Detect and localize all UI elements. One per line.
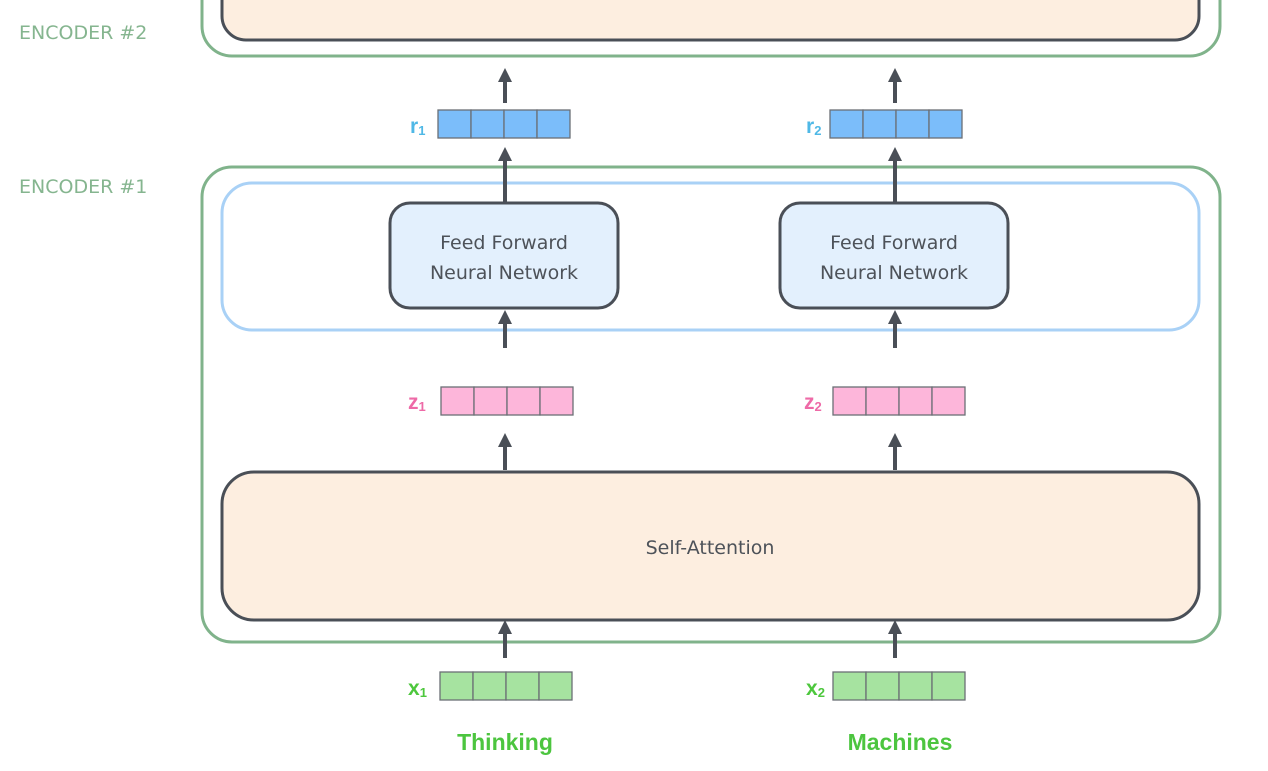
x2-vector-cell: [898, 671, 933, 701]
z2-vector-cell: [832, 386, 867, 416]
z2-vector-cell: [898, 386, 933, 416]
r2-vector: [829, 109, 963, 139]
z1-vector-cell: [539, 386, 574, 416]
arrow-up-icon: [888, 433, 902, 470]
x2-label: x2: [806, 677, 825, 700]
r2-vector-cell: [895, 109, 930, 139]
r1-vector: [437, 109, 571, 139]
z1-vector: [440, 386, 574, 416]
self-attention-label: Self-Attention: [646, 537, 775, 559]
arrow-up-icon: [888, 68, 902, 103]
r2-vector-cell: [829, 109, 864, 139]
r2-label: r2: [806, 115, 821, 138]
ffn-2-label-line2: Neural Network: [820, 262, 968, 284]
x2-vector-cell: [931, 671, 966, 701]
arrow-up-icon: [888, 620, 902, 658]
self-attention-box: [220, 470, 1201, 622]
x1-vector-cell: [505, 671, 540, 701]
x1-vector: [439, 671, 573, 701]
z1-vector-cell: [440, 386, 475, 416]
encoder-2-box: [200, 0, 1222, 58]
r1-vector-cell: [536, 109, 571, 139]
arrow-up-icon: [498, 68, 512, 103]
z2-vector-cell: [865, 386, 900, 416]
encoder-2-label: ENCODER #2: [19, 22, 147, 44]
x2-vector-cell: [865, 671, 900, 701]
ffn-1-label-line2: Neural Network: [430, 262, 578, 284]
ffn-1-label-line1: Feed Forward: [440, 232, 568, 254]
x1-label: x1: [408, 677, 427, 700]
r1-vector-cell: [437, 109, 472, 139]
r2-vector-cell: [928, 109, 963, 139]
word-machines: Machines: [848, 729, 953, 755]
encoder-1-box: [200, 165, 1222, 644]
encoder-1-label: ENCODER #1: [19, 176, 147, 198]
arrow-up-icon: [498, 310, 512, 348]
encoder-2-inner-box: [220, 0, 1201, 42]
ffn-2-label-line1: Feed Forward: [830, 232, 958, 254]
z1-vector-cell: [506, 386, 541, 416]
arrow-up-icon: [498, 147, 512, 203]
x1-vector-cell: [472, 671, 507, 701]
ffn-box-1: [388, 201, 620, 310]
z2-vector-cell: [931, 386, 966, 416]
r1-label: r1: [410, 115, 425, 138]
r1-vector-cell: [470, 109, 505, 139]
r2-vector-cell: [862, 109, 897, 139]
x2-vector: [832, 671, 966, 701]
word-thinking: Thinking: [457, 729, 553, 755]
z2-label: z2: [804, 391, 822, 414]
ffn-group-box: [220, 181, 1201, 332]
arrow-up-icon: [498, 620, 512, 658]
x1-vector-cell: [439, 671, 474, 701]
r1-vector-cell: [503, 109, 538, 139]
z1-vector-cell: [473, 386, 508, 416]
arrow-up-icon: [888, 147, 902, 203]
ffn-box-2: [778, 201, 1010, 310]
x2-vector-cell: [832, 671, 867, 701]
z2-vector: [832, 386, 966, 416]
x1-vector-cell: [538, 671, 573, 701]
arrow-up-icon: [888, 310, 902, 348]
z1-label: z1: [408, 391, 426, 414]
arrow-up-icon: [498, 433, 512, 470]
